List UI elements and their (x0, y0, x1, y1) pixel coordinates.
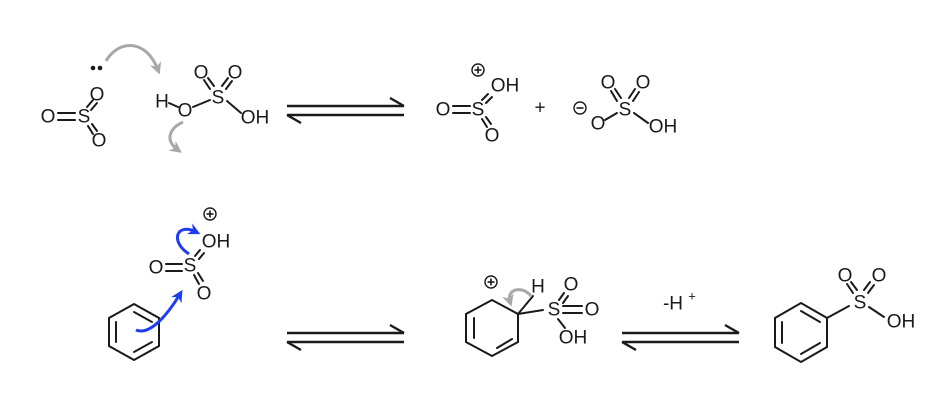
atom-o-top-right: O (872, 266, 887, 287)
sulfur-trioxide: O S O O (41, 65, 107, 152)
curved-arrow-icon (168, 120, 184, 153)
atom-o-top-left: O (838, 266, 853, 287)
atom-o-bridge: O (178, 101, 193, 122)
plus-sign: + (534, 98, 545, 119)
atom-oh: OH (649, 117, 678, 138)
atom-h: H (531, 277, 545, 298)
equilibrium-arrow-icon (621, 323, 740, 352)
atom-s: S (619, 100, 632, 121)
curved-arrow-icon (104, 44, 162, 75)
atom-o-right: O (585, 300, 600, 321)
atom-o-top-left: O (194, 63, 209, 84)
protonated-sulfur-trioxide: OH S O O (436, 63, 520, 147)
electrophile-so3h: OH S O O (149, 207, 231, 305)
equilibrium-arrow-icon (286, 323, 405, 352)
atom-s: S (472, 100, 485, 121)
atom-s: S (548, 300, 561, 321)
deprotonation-charge: + (688, 289, 696, 304)
atom-h: H (155, 92, 169, 113)
atom-o-left: O (436, 100, 451, 121)
curved-arrow-icon (135, 289, 183, 333)
arenium-intermediate: H S O O OH (465, 275, 600, 358)
positive-charge-icon (203, 207, 217, 221)
atom-oh: OH (241, 108, 270, 129)
atom-s: S (212, 88, 225, 109)
atom-oh: OH (887, 312, 916, 333)
atom-o-left: O (41, 107, 56, 128)
benzenesulfonic-acid: S O O OH (774, 266, 916, 364)
negative-charge-icon (573, 101, 587, 115)
atom-o-top-left: O (601, 73, 616, 94)
hydrogen-sulfate-anion: O S O O OH (573, 73, 678, 138)
atom-s: S (78, 107, 91, 128)
atom-o-top-right: O (636, 73, 651, 94)
sulfuric-acid: H O S O O OH (155, 63, 269, 129)
atom-oh: OH (559, 328, 588, 349)
atom-o-bottom: O (92, 131, 107, 152)
atom-o-left: O (149, 258, 164, 279)
lone-pair-icon (90, 65, 103, 71)
deprotonation-label: -H (663, 294, 683, 315)
atom-o-bottom: O (485, 126, 500, 147)
positive-charge-icon (471, 63, 485, 77)
benzene-ring (108, 302, 160, 362)
atom-s: S (184, 256, 197, 277)
atom-o-bottom: O (197, 284, 212, 305)
atom-o-top: O (564, 275, 579, 296)
atom-o-top-right: O (228, 63, 243, 84)
positive-charge-icon (484, 275, 498, 289)
atom-oh: OH (202, 232, 231, 253)
atom-oh: OH (491, 76, 520, 97)
curved-arrow-icon (502, 288, 533, 307)
curved-arrow-icon (176, 223, 201, 256)
atom-o-minus: O (591, 114, 606, 135)
equilibrium-arrow-icon (286, 96, 405, 125)
atom-s: S (854, 293, 867, 314)
